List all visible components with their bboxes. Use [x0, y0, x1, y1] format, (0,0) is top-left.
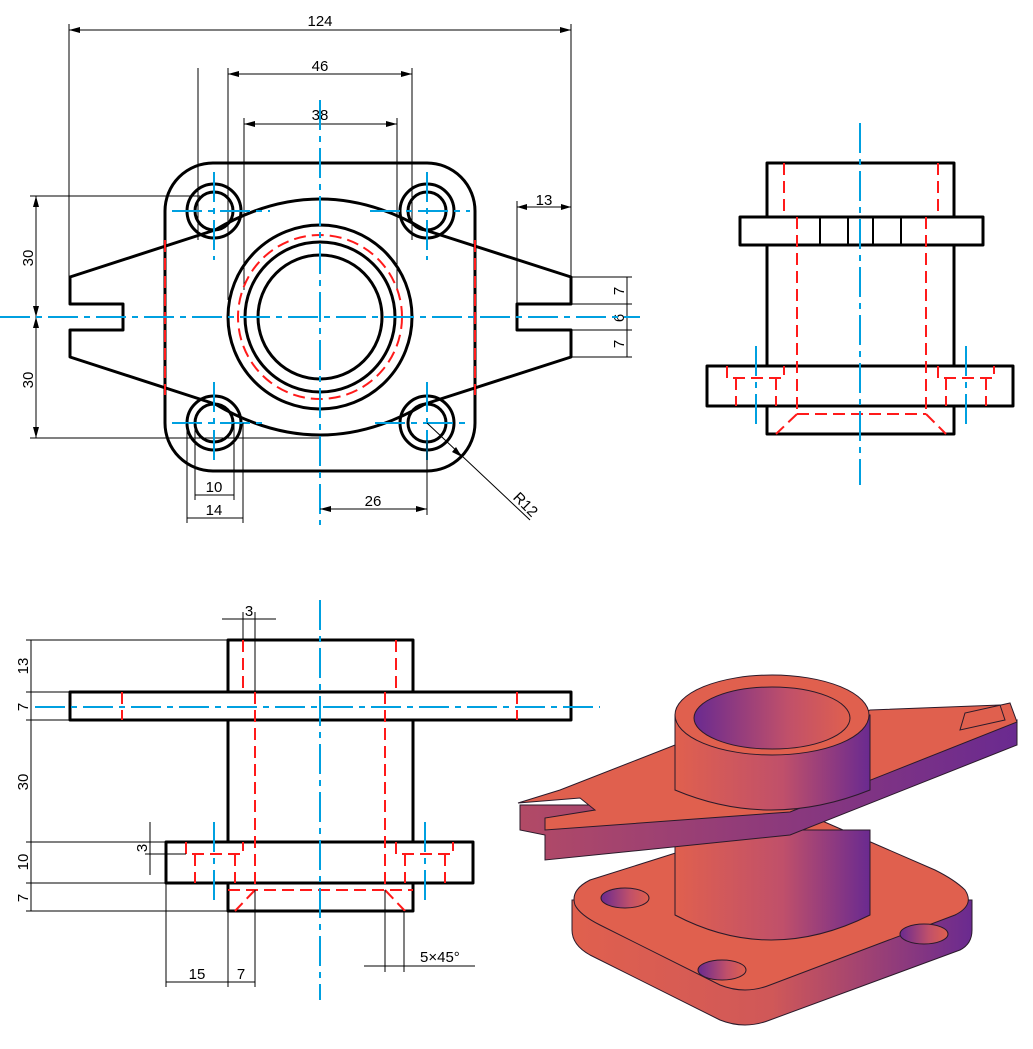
dim-bolt-spacing: 46 — [197, 58, 413, 300]
dim-hole-offset: 26 — [320, 440, 428, 515]
isometric-view — [517, 674, 1018, 1026]
dim-corner-radius: R12 — [426, 422, 541, 521]
svg-text:15: 15 — [189, 966, 206, 983]
svg-text:13: 13 — [536, 192, 553, 209]
svg-text:10: 10 — [15, 854, 32, 871]
svg-text:R12: R12 — [509, 489, 540, 520]
svg-text:30: 30 — [20, 372, 37, 389]
svg-text:5×45°: 5×45° — [420, 949, 460, 966]
top-view: 124 46 38 13 — [0, 13, 640, 525]
side-flange — [738, 215, 985, 247]
svg-text:6: 6 — [611, 314, 628, 322]
front-view: 13 7 30 10 7 3 3 15 7 — [15, 600, 600, 1000]
dim-front-heights: 13 7 30 10 7 — [15, 639, 228, 912]
dim-overall-width: 124 — [68, 13, 572, 277]
dim-wall-thickness: 3 — [222, 603, 276, 692]
dim-left-heights: 30 30 — [20, 195, 320, 439]
svg-text:10: 10 — [206, 479, 223, 496]
side-view — [705, 123, 1015, 485]
svg-text:7: 7 — [15, 703, 32, 711]
svg-text:26: 26 — [365, 493, 382, 510]
flange-outline — [68, 197, 573, 437]
svg-text:14: 14 — [206, 502, 223, 519]
svg-text:7: 7 — [611, 340, 628, 348]
dim-counterbore-depth: 3 — [134, 822, 186, 875]
iso-neck — [674, 829, 871, 941]
svg-text:3: 3 — [134, 844, 151, 852]
svg-text:30: 30 — [20, 250, 37, 267]
dim-slot-right: 7 6 7 — [572, 276, 632, 358]
svg-text:30: 30 — [15, 774, 32, 791]
svg-text:3: 3 — [245, 603, 253, 620]
dim-chamfer: 5×45° — [364, 890, 475, 972]
svg-text:7: 7 — [237, 966, 245, 983]
svg-text:7: 7 — [15, 894, 32, 902]
svg-text:124: 124 — [307, 13, 332, 30]
dim-slot-depth: 13 — [516, 192, 571, 305]
svg-text:7: 7 — [611, 287, 628, 295]
dim-bottom-widths: 15 7 — [165, 883, 256, 987]
svg-text:46: 46 — [312, 58, 329, 75]
svg-text:13: 13 — [15, 658, 32, 675]
iso-bore — [693, 686, 851, 750]
dim-hole-sizes: 10 14 — [186, 423, 244, 523]
